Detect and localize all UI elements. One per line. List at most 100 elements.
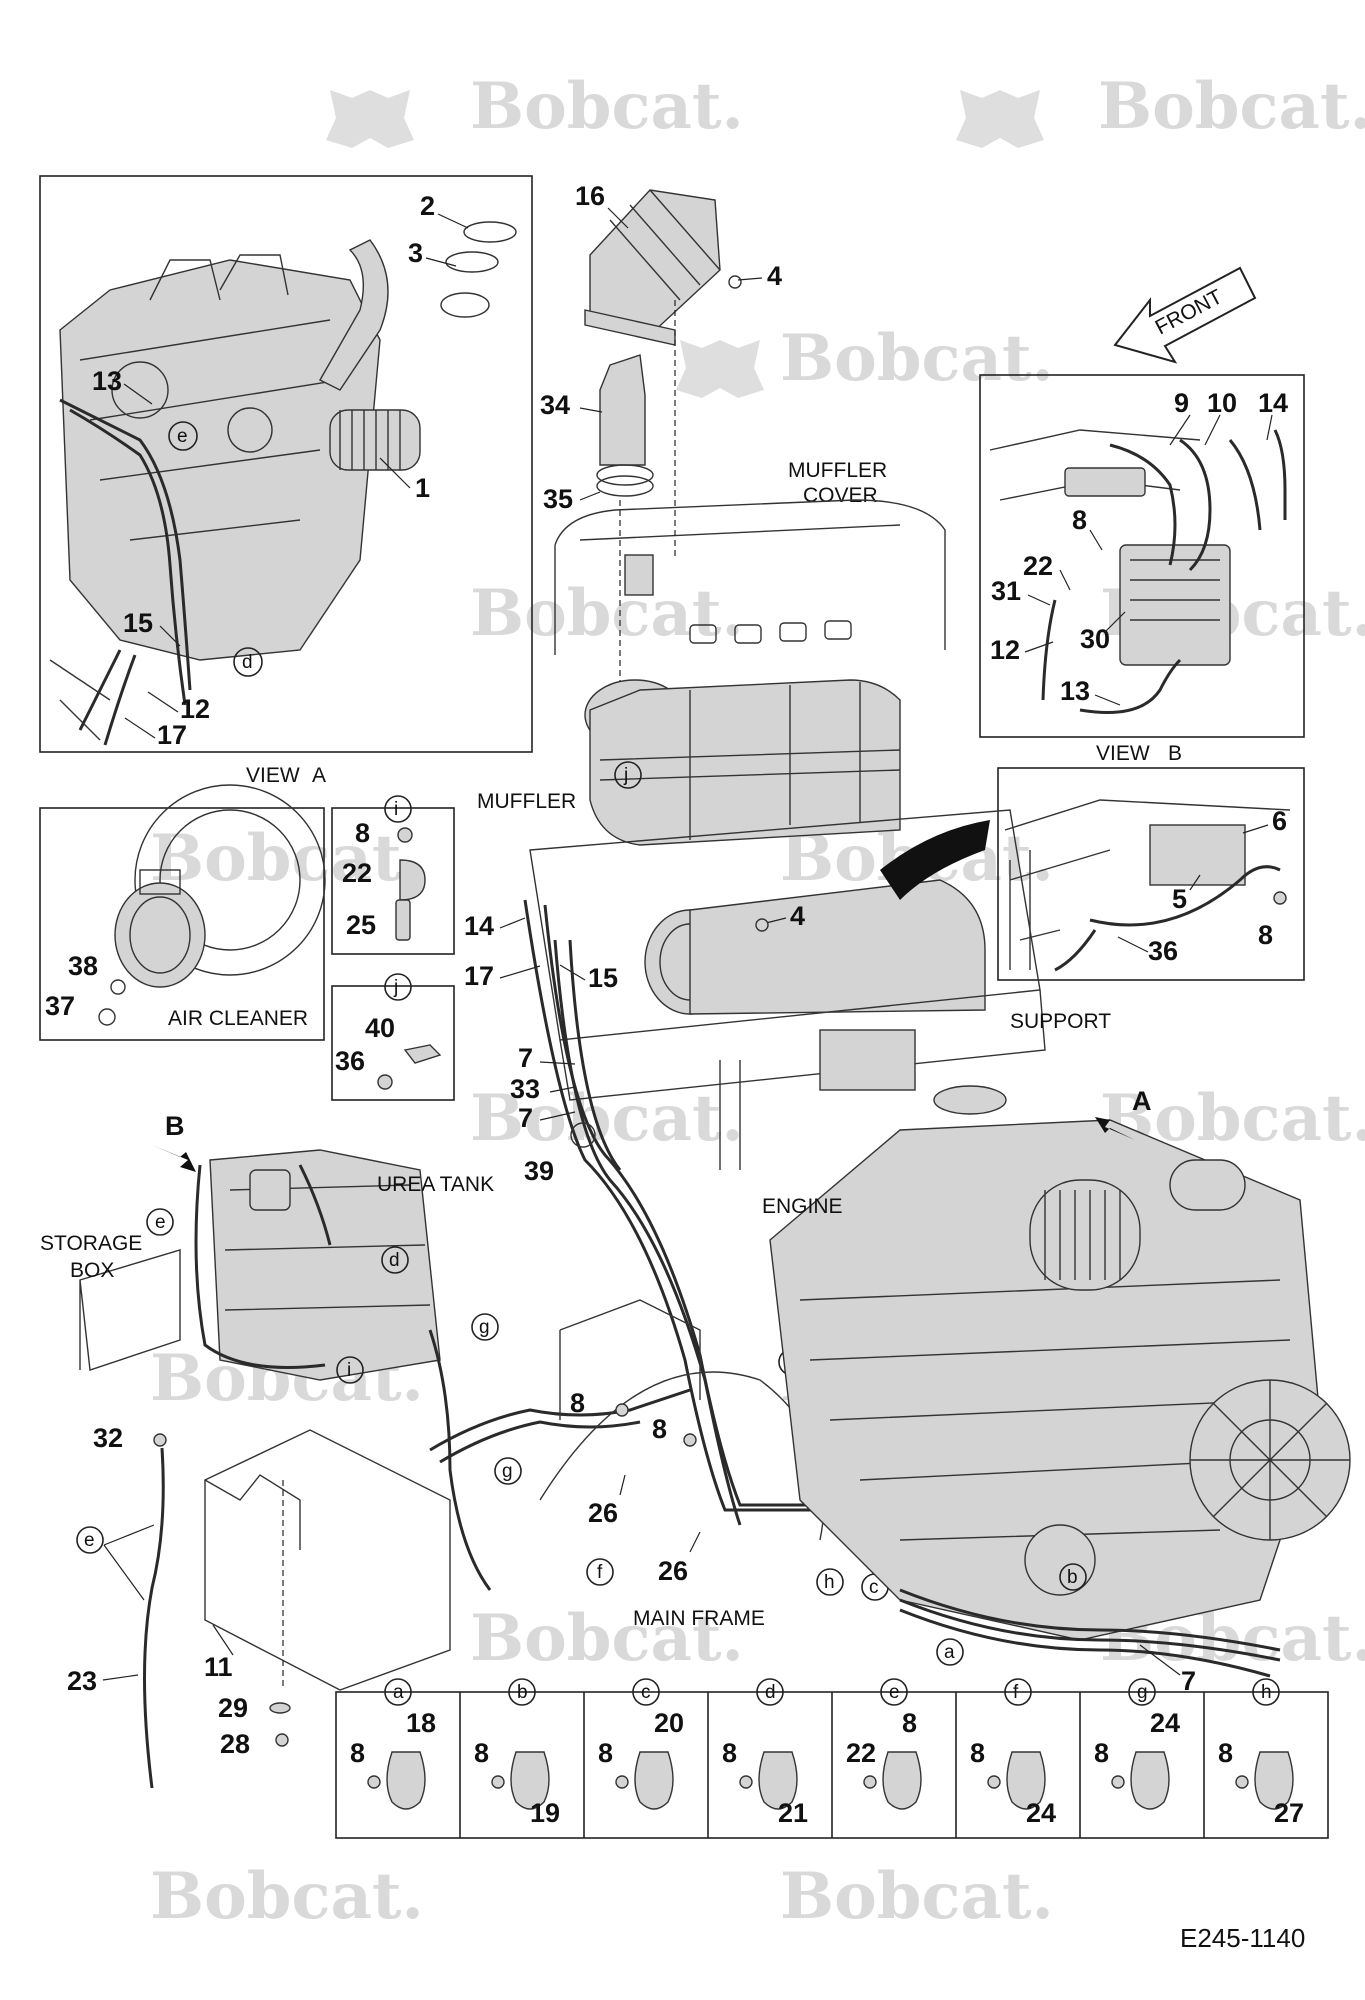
detail-i-panel: i 8 22 25 (331, 795, 455, 955)
clamp-cell-marker (1004, 1678, 1032, 1706)
muffler-cover-label-1: MUFFLER (788, 459, 887, 482)
clamp-part-number: 19 (530, 1798, 560, 1828)
view-a-engine-art (49, 221, 517, 741)
watermark: Bobcat. (780, 321, 1054, 396)
callout-7: 7 (1181, 1666, 1196, 1696)
detail-i-letter: i (394, 799, 398, 820)
watermark: Bobcat. (150, 821, 424, 896)
callout-32: 32 (93, 1423, 123, 1453)
lower-clamp-letter-f: f (597, 1562, 603, 1583)
callout-38: 38 (68, 951, 98, 981)
callout-11: 11 (204, 1652, 233, 1682)
clamp-icon (1006, 1751, 1046, 1810)
clamp-cell-marker (384, 1678, 412, 1706)
clamp-cell-letter: d (765, 1682, 776, 1703)
callout-22: 22 (1023, 551, 1053, 581)
muffler-assembly: MUFFLER j 4 SUPPORT (477, 679, 1111, 1170)
callout-31: 31 (991, 576, 1021, 606)
clamp-part-number: 22 (846, 1738, 876, 1768)
callout-9: 9 (1174, 388, 1189, 418)
callout-26: 26 (658, 1556, 688, 1586)
urea-clamp-letter-e: e (155, 1212, 166, 1233)
callout-13: 13 (92, 366, 122, 396)
clamp-cell-a: a 8 18 (350, 1678, 436, 1810)
clamp-letter-d: d (242, 652, 253, 673)
callout-5: 5 (1172, 884, 1187, 914)
muffler-label: MUFFLER (477, 790, 576, 813)
callout-35: 35 (543, 484, 573, 514)
callout-4: 4 (790, 901, 805, 931)
clamp-cell-letter: e (889, 1682, 900, 1703)
clamp-cell-marker (880, 1678, 908, 1706)
callout-39: 39 (524, 1156, 554, 1186)
callout-8: 8 (1258, 920, 1273, 950)
clamp-part-number: 18 (406, 1708, 436, 1738)
callout-8: 8 (652, 1414, 667, 1444)
engine-clamp-letter-b: b (1067, 1567, 1078, 1588)
clamp-cell-letter: g (1137, 1682, 1148, 1703)
clamp-part-number: 8 (1218, 1738, 1233, 1768)
clamp-part-number: 8 (722, 1738, 737, 1768)
callout-1: 1 (415, 473, 430, 503)
callout-17: 17 (157, 720, 187, 750)
urea-arrow-b: B (165, 1111, 185, 1141)
callout-29: 29 (218, 1693, 248, 1723)
lower-clamp-letter-e: e (84, 1530, 95, 1551)
front-arrow: FRONT (1113, 266, 1257, 364)
engine-clamp-letter-a: a (944, 1642, 955, 1663)
clamp-marker-e (168, 421, 198, 451)
muffler-clamp-letter-j: j (623, 765, 628, 786)
callout-15: 15 (588, 963, 618, 993)
callout-7: 7 (518, 1043, 533, 1073)
watermark: Bobcat. (780, 1859, 1054, 1934)
callout-33: 33 (510, 1074, 540, 1104)
watermark: Bobcat. (150, 1859, 424, 1934)
clamp-part-number: 24 (1150, 1708, 1180, 1738)
view-b-panel: 9 10 14 8 22 31 12 30 13 VIEW B (979, 374, 1305, 765)
clamp-letter-e: e (177, 426, 188, 447)
clamp-icon (882, 1751, 922, 1810)
bolt-icon (739, 1775, 753, 1789)
clamp-cell-marker (756, 1678, 784, 1706)
main-frame-label: MAIN FRAME (633, 1607, 765, 1630)
callout-4: 4 (767, 261, 782, 291)
clamp-marker-d (233, 647, 263, 677)
lower-clamp-letter-g: g (502, 1461, 513, 1482)
view-a-letter: A (312, 764, 326, 787)
storage-box-label-2: BOX (70, 1259, 114, 1282)
view-b-letter: B (1168, 742, 1182, 765)
urea-tank-label: UREA TANK (377, 1173, 494, 1196)
callout-16: 16 (575, 181, 605, 211)
hose-bundle: 14 17 15 7 33 7 39 (429, 899, 980, 1526)
diagram-code: E245-1140 (1180, 1923, 1305, 1953)
engine-label: ENGINE (762, 1195, 843, 1218)
callout-8: 8 (570, 1388, 585, 1418)
callout-23: 23 (67, 1666, 97, 1696)
muffler-cover-group: 16 4 34 35 MUFFLER COVER (540, 181, 946, 690)
callout-25: 25 (346, 910, 376, 940)
clamp-part-number: 8 (474, 1738, 489, 1768)
callout-12: 12 (180, 694, 210, 724)
view-a-panel: 2 3 13 1 15 12 17 e d VIEW A (39, 175, 533, 787)
callout-8: 8 (355, 818, 370, 848)
clamp-icon (1130, 1751, 1170, 1810)
lower-clamp-letter-c: c (869, 1577, 879, 1598)
view-a-label: VIEW (246, 764, 300, 787)
bolt-icon (1235, 1775, 1249, 1789)
clamp-icon (758, 1751, 798, 1810)
callout-12: 12 (990, 635, 1020, 665)
clamp-icon (634, 1751, 674, 1810)
support-frame (997, 767, 1305, 981)
clamp-part-number: 8 (350, 1738, 365, 1768)
callout-15: 15 (123, 608, 153, 638)
callout-36: 36 (1148, 936, 1178, 966)
clamp-icon (1254, 1751, 1294, 1810)
clamp-cell-letter: a (393, 1682, 404, 1703)
